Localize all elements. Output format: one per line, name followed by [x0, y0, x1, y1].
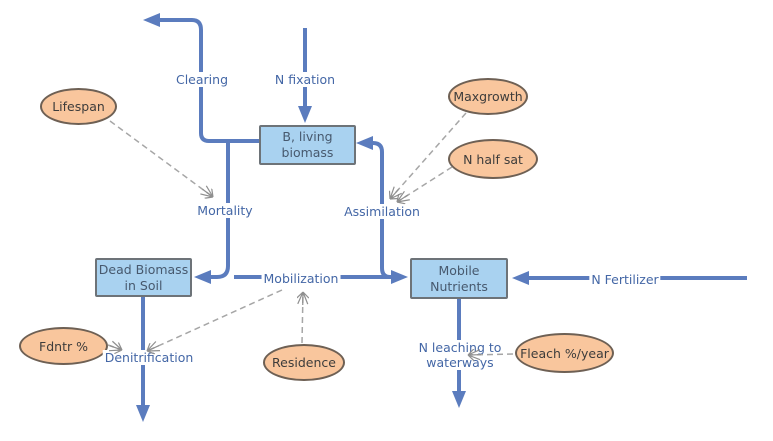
stock-living-biomass-label-line1: B, living: [282, 129, 333, 145]
flow-label-clearing[interactable]: Clearing: [173, 72, 231, 87]
stock-dead-biomass-label-line2: in Soil: [124, 277, 163, 293]
param-residence-label: Residence: [272, 355, 336, 370]
stock-dead-biomass[interactable]: Dead Biomass in Soil: [95, 258, 192, 297]
param-fleach-label: Fleach %/year: [520, 345, 609, 361]
flow-label-mortality[interactable]: Mortality: [195, 203, 255, 218]
param-n-half-sat[interactable]: N half sat: [448, 139, 538, 179]
flow-label-denitrification[interactable]: Denitrification: [102, 350, 196, 365]
stock-living-biomass-label-line2: biomass: [281, 145, 334, 160]
flow-label-n-fertilizer[interactable]: N Fertilizer: [589, 272, 661, 287]
flow-label-mobilization[interactable]: Mobilization: [261, 271, 341, 286]
flow-label-n-leaching-line1: N leaching to: [418, 340, 502, 355]
flow-label-n-fixation[interactable]: N fixation: [272, 72, 338, 87]
param-lifespan[interactable]: Lifespan: [40, 88, 117, 125]
flow-label-n-leaching-line2: waterways: [426, 355, 494, 370]
param-residence[interactable]: Residence: [263, 344, 345, 381]
stock-mobile-nutrients[interactable]: Mobile Nutrients: [410, 258, 508, 299]
param-fleach[interactable]: Fleach %/year: [515, 333, 614, 373]
stock-mobile-nutrients-label-line1: Mobile: [438, 262, 480, 278]
flow-label-assimilation[interactable]: Assimilation: [342, 204, 422, 219]
param-maxgrowth-label: Maxgrowth: [453, 89, 523, 104]
stock-dead-biomass-label-line1: Dead Biomass: [98, 261, 189, 277]
flow-line-mortality[interactable]: [194, 141, 230, 284]
param-n-half-sat-label: N half sat: [463, 151, 523, 167]
param-fdntr-label: Fdntr %: [39, 338, 88, 354]
param-lifespan-label: Lifespan: [52, 99, 105, 114]
stock-mobile-nutrients-label-line2: Nutrients: [430, 278, 488, 294]
param-maxgrowth[interactable]: Maxgrowth: [448, 78, 528, 115]
param-fdntr[interactable]: Fdntr %: [19, 327, 108, 365]
stock-living-biomass[interactable]: B, living biomass: [259, 125, 356, 165]
